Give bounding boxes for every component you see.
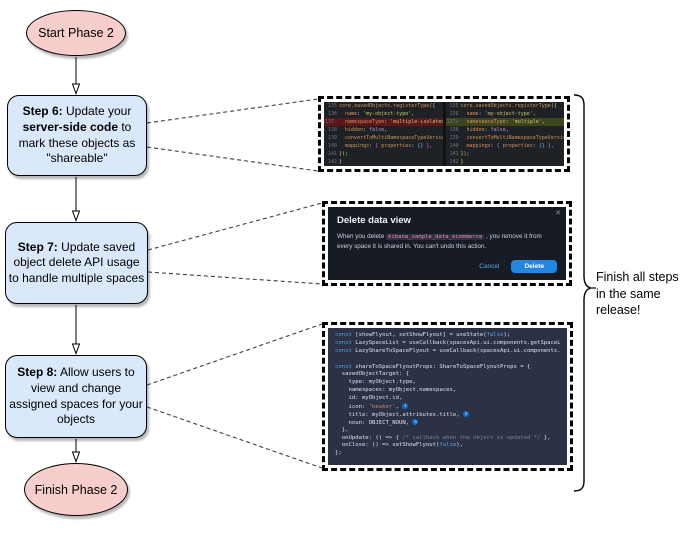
code-line: 138 hidden: false,: [327, 127, 388, 133]
code-line: const LazyShareToSpaceFlyout = useCallba…: [335, 347, 560, 354]
finish-label: Finish Phase 2: [34, 482, 118, 497]
step6-box: Step 6: Update your server-side code to …: [7, 95, 147, 176]
modal-body-code: kibana_sample_data_ecommerce: [386, 234, 485, 240]
start-node: Start Phase 2: [26, 10, 126, 56]
curly-brace: [573, 94, 592, 492]
code-line: title: myObject.attributes.title, 2: [335, 410, 469, 418]
code-line: onClose: () => setShowFlyout(false),: [335, 442, 463, 449]
flyout-code-screenshot: const [showFlyout, setShowFlyout] = useS…: [328, 328, 567, 465]
code-line: 136 name: 'my-object-type',: [449, 111, 536, 117]
step7-box: Step 7: Update saved object delete API u…: [5, 222, 148, 304]
step6-label: Step 6: Update your server-side code to …: [18, 104, 136, 166]
code-screenshot-frame: const [showFlyout, setShowFlyout] = useS…: [322, 322, 573, 471]
code-line: onUpdate: () => { /* callback when the o…: [335, 434, 551, 441]
delete-data-view-modal: Delete data view ✕ When you delete kiban…: [328, 207, 566, 280]
modal-screenshot-frame: Delete data view ✕ When you delete kiban…: [322, 201, 572, 286]
code-line: 140 mappings: { properties: {} },: [449, 143, 554, 149]
code-line: namespaces: myObject.namespaces,: [335, 387, 457, 394]
zoom-connectors: [146, 98, 323, 469]
code-line: noun: OBJECT_NOUN, 3: [335, 418, 419, 426]
code-line: 137- namespaceType: 'multiple-isolated',: [324, 118, 443, 126]
code-line: type: myObject.type,: [335, 379, 416, 386]
code-line: icon: 'beaker', 1: [335, 403, 409, 411]
code-line: 141});: [327, 151, 349, 157]
modal-body-post: , you remove it from every space it is s…: [337, 233, 542, 251]
delete-button[interactable]: Delete: [511, 260, 557, 273]
start-label: Start Phase 2: [38, 26, 114, 40]
code-line: },: [335, 426, 349, 433]
code-line: 142}: [449, 159, 464, 165]
code-line: 139 convertToMultiNamespaceTypeVersion: …: [327, 135, 443, 141]
close-icon[interactable]: ✕: [555, 210, 561, 217]
modal-footer: Cancel Delete: [479, 260, 557, 273]
code-line: savedObjectTarget: {: [335, 371, 410, 378]
code-line: };: [335, 450, 342, 457]
code-line: 136 name: 'my-object-type',: [327, 111, 415, 117]
code-line: 142}: [327, 159, 343, 165]
code-line: 138 hidden: false,: [449, 127, 509, 133]
code-line: const LazySpaceList = useCallback(spaces…: [335, 339, 560, 346]
code-line: 139 convertToMultiNamespaceTypeVersion: …: [449, 135, 564, 141]
modal-body: When you delete kibana_sample_data_ecomm…: [337, 232, 557, 252]
step8-box: Step 8: Allow users to view and change a…: [5, 355, 147, 438]
finish-node: Finish Phase 2: [24, 463, 128, 516]
release-note: Finish all steps in the same release!: [596, 270, 679, 317]
code-line: const [showFlyout, setShowFlyout] = useS…: [335, 332, 511, 338]
modal-title: Delete data view: [337, 215, 411, 226]
step8-label: Step 8: Allow users to view and change a…: [9, 365, 143, 427]
code-line: const shareToSpaceFlyoutProps: ShareToSp…: [335, 363, 531, 370]
code-line: 141});: [449, 151, 470, 157]
step7-label: Step 7: Update saved object delete API u…: [8, 239, 145, 285]
cancel-button[interactable]: Cancel: [479, 263, 500, 270]
code-line: 140 mappings: { properties: {} },: [327, 143, 433, 149]
code-line: 137+ namespaceType: 'multiple',: [445, 118, 564, 126]
code-line: id: myObject.id,: [335, 395, 403, 402]
code-line: [335, 356, 560, 364]
modal-body-pre: When you delete: [337, 233, 387, 240]
